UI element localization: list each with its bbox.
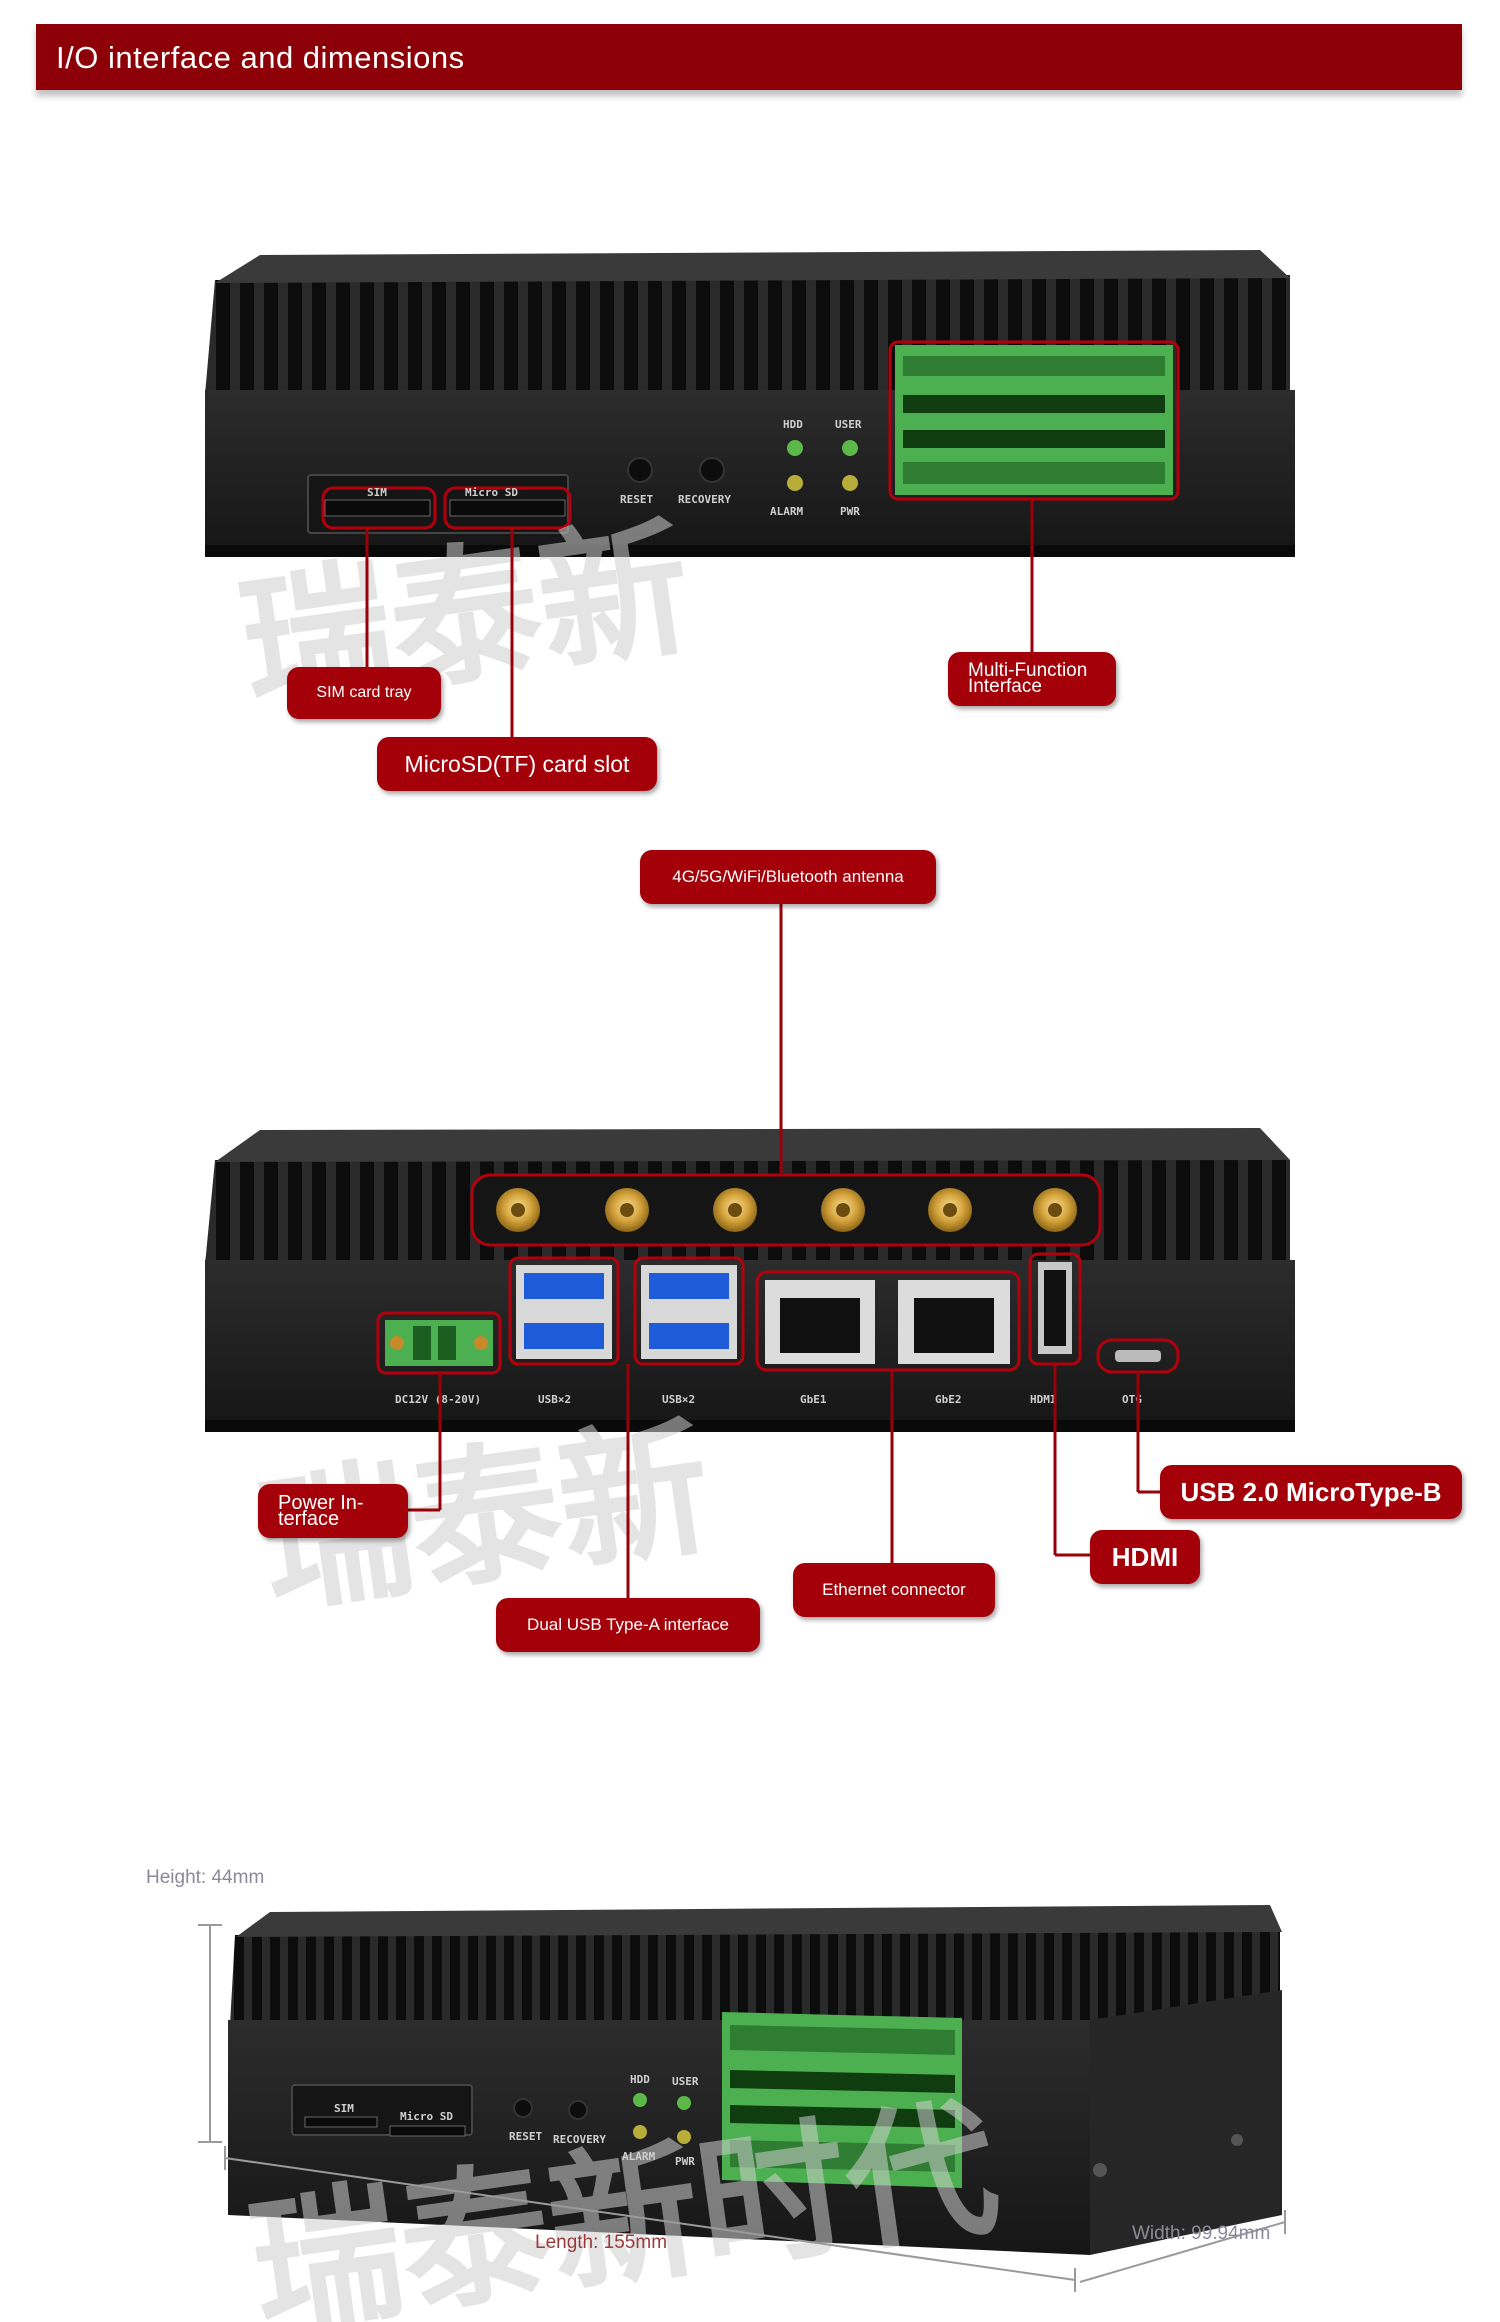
hdmi-text: HDMI <box>1111 1541 1179 1572</box>
sim-card-tray-text: SIM card tray <box>316 684 412 701</box>
dc-label: DC12V (8-20V) <box>395 1393 481 1406</box>
dim-alarm-label: ALARM <box>622 2150 655 2163</box>
usb1-label: USB×2 <box>538 1393 571 1406</box>
usb-micro-callout: USB 2.0 MicroType-B <box>1160 1465 1462 1519</box>
alarm-label: ALARM <box>770 505 803 518</box>
dim-pwr-label: PWR <box>675 2155 695 2168</box>
usb2-label: USB×2 <box>662 1393 695 1406</box>
power-interface-text-1: Power In- <box>278 1492 364 1514</box>
dual-usb-callout: Dual USB Type-A interface <box>496 1598 760 1652</box>
hdd-label: HDD <box>783 418 803 431</box>
dim-reset-label: RESET <box>509 2130 542 2143</box>
gbe1-label: GbE1 <box>800 1393 827 1406</box>
pwr-label: PWR <box>840 505 860 518</box>
reset-label: RESET <box>620 493 653 506</box>
usb2-highlight <box>633 1256 745 1366</box>
antenna-highlight <box>470 1173 1102 1247</box>
microsd-slot-callout: MicroSD(TF) card slot <box>377 737 657 791</box>
dimension-lines <box>198 1924 1286 2292</box>
usb-micro-text: USB 2.0 MicroType-B <box>1180 1476 1442 1507</box>
pwr-led <box>842 475 858 491</box>
antenna-text: 4G/5G/WiFi/Bluetooth antenna <box>672 867 904 886</box>
sim-label: SIM <box>367 486 387 499</box>
dim-hdd-label: HDD <box>630 2073 650 2086</box>
section-title: I/O interface and dimensions <box>56 40 465 75</box>
recovery-button <box>699 457 725 483</box>
dim-sim-label: SIM <box>334 2102 354 2115</box>
microsd-slot-highlight <box>443 486 572 530</box>
gbe2-label: GbE2 <box>935 1393 962 1406</box>
ethernet-text: Ethernet connector <box>822 1580 966 1599</box>
reset-button <box>627 457 653 483</box>
height-dimension-label: Height: 44mm <box>146 1867 265 1888</box>
user-led <box>842 440 858 456</box>
sim-card-tray-callout: SIM card tray <box>287 667 441 719</box>
usb1-highlight <box>508 1256 620 1366</box>
antenna-callout: 4G/5G/WiFi/Bluetooth antenna <box>640 850 936 904</box>
multi-function-text-2: Interface <box>968 676 1042 697</box>
user-label: USER <box>835 418 862 431</box>
hdmi-callout: HDMI <box>1090 1530 1200 1584</box>
microsd-slot-text: MicroSD(TF) card slot <box>404 750 630 777</box>
dim-heatsink <box>230 1930 1280 2025</box>
dim-terminal-block <box>722 2012 962 2188</box>
dim-user-label: USER <box>672 2075 699 2088</box>
multi-function-terminal <box>895 345 1173 495</box>
length-dimension-label: Length: 155mm <box>535 2232 668 2253</box>
multi-function-callout: Multi-Function Interface <box>948 652 1116 706</box>
microsd-label: Micro SD <box>465 486 518 499</box>
dim-side-face <box>1090 1990 1282 2255</box>
dim-recovery-label: RECOVERY <box>553 2133 606 2146</box>
width-dimension-label: Width: 99.94mm <box>1132 2223 1271 2244</box>
power-interface-text-2: terface <box>278 1508 340 1530</box>
hdd-led <box>787 440 803 456</box>
recovery-label: RECOVERY <box>678 493 731 506</box>
ethernet-highlight <box>755 1270 1021 1372</box>
section-header: I/O interface and dimensions <box>36 24 1462 90</box>
alarm-led <box>787 475 803 491</box>
power-interface-callout: Power In- terface <box>258 1484 408 1538</box>
front-view-device: SIM Micro SD RESET RECOVERY HDD USER ALA… <box>205 250 1295 740</box>
multi-function-highlight <box>888 340 1180 501</box>
ethernet-callout: Ethernet connector <box>793 1563 995 1617</box>
dimensions-view-device: SIM Micro SD RESET RECOVERY HDD USER ALA… <box>198 1905 1286 2322</box>
dim-microsd-label: Micro SD <box>400 2110 453 2123</box>
otg-port <box>1115 1350 1161 1362</box>
dual-usb-text: Dual USB Type-A interface <box>527 1615 729 1634</box>
sim-slot-highlight <box>321 486 437 530</box>
multi-function-text-1: Multi-Function <box>968 660 1088 681</box>
hdmi-label: HDMI <box>1030 1393 1057 1406</box>
antenna-connectors <box>496 1188 1077 1232</box>
